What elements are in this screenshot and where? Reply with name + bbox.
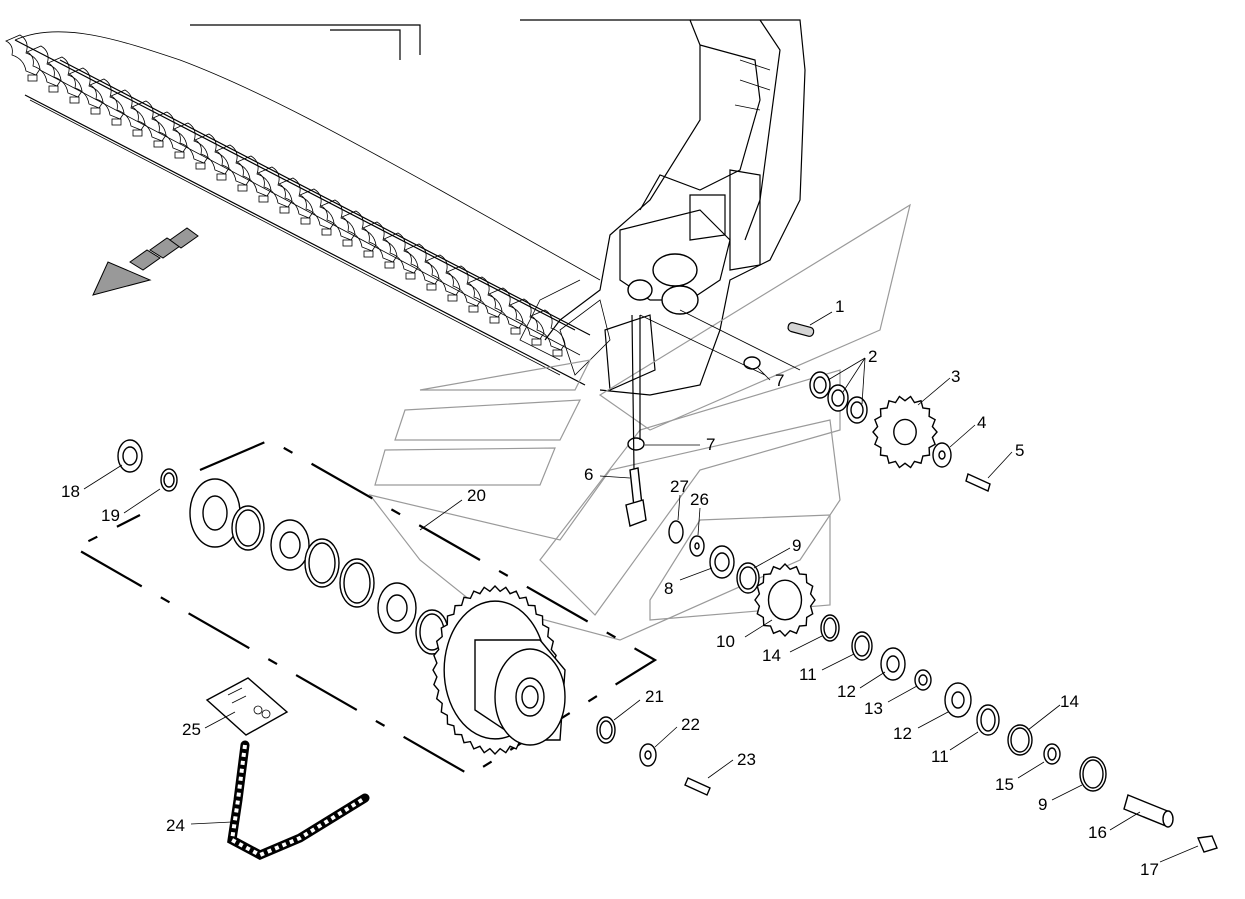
part-25-connecting-link <box>205 677 289 736</box>
callout-9b: 9 <box>1038 795 1047 814</box>
callout-21: 21 <box>645 687 664 706</box>
part-21-ring <box>596 716 616 744</box>
part-27-washer <box>668 520 684 544</box>
callout-27: 27 <box>670 477 689 496</box>
callout-3: 3 <box>951 367 960 386</box>
part-2-bearings <box>809 371 868 424</box>
callout-7b: 7 <box>706 435 715 454</box>
callout-16: 16 <box>1088 823 1107 842</box>
callout-18: 18 <box>61 482 80 501</box>
callout-11b: 11 <box>931 747 949 766</box>
callout-10: 10 <box>716 632 735 651</box>
part-26-washer <box>689 535 705 557</box>
callout-22: 22 <box>681 715 700 734</box>
direction-arrow <box>92 227 199 296</box>
part-3-sprocket <box>872 395 938 469</box>
part-23-bolt <box>684 777 711 796</box>
callout-24: 24 <box>166 816 185 835</box>
callout-20: 20 <box>467 486 486 505</box>
part-11-shim <box>851 631 1000 736</box>
callout-23: 23 <box>737 750 756 769</box>
part-16-shaft <box>1123 794 1174 828</box>
callout-1: 1 <box>835 297 844 316</box>
part-9-circlip <box>736 562 760 594</box>
part-12-bearing <box>880 647 972 718</box>
callout-19: 19 <box>101 506 120 525</box>
callouts: 1 2 3 4 5 6 7 7 8 9 9 10 11 11 12 12 13 … <box>61 297 1159 879</box>
callout-26: 26 <box>690 490 709 509</box>
part-10-sprocket <box>754 562 816 638</box>
part-4-washer <box>932 442 952 468</box>
callout-7a: 7 <box>775 371 784 390</box>
part-14-circlip <box>820 614 1033 756</box>
part-6-tensioner-arm <box>625 314 647 527</box>
callout-6: 6 <box>584 465 593 484</box>
part-5-bolt <box>965 473 991 492</box>
part-13-spacer <box>914 669 932 691</box>
part-22-washer <box>639 743 657 767</box>
callout-4: 4 <box>977 413 986 432</box>
part-20-slip-clutch-assembly <box>189 478 566 756</box>
assembly-enclosure <box>72 438 658 777</box>
part-15-washer <box>1043 743 1061 765</box>
part-17-nut <box>1196 835 1218 853</box>
callout-14a: 14 <box>762 646 781 665</box>
callout-2: 2 <box>868 347 877 366</box>
part-1-key <box>787 322 815 337</box>
part-7-nuts <box>627 356 761 451</box>
callout-12a: 12 <box>837 682 856 701</box>
callout-14b: 14 <box>1060 692 1079 711</box>
callout-8: 8 <box>664 579 673 598</box>
callout-15: 15 <box>995 775 1014 794</box>
pickup-frame <box>5 19 806 396</box>
callout-25: 25 <box>182 720 201 739</box>
part-9b-circlip <box>1079 756 1107 792</box>
callout-9a: 9 <box>792 536 801 555</box>
callout-12b: 12 <box>893 724 912 743</box>
callout-13: 13 <box>864 699 883 718</box>
callout-11a: 11 <box>799 665 817 684</box>
callout-5: 5 <box>1015 441 1024 460</box>
part-8-bearing <box>709 545 735 579</box>
part-24-chain <box>227 740 370 860</box>
leader-lines <box>83 309 1199 863</box>
part-19-ring <box>160 468 178 492</box>
part-18-bushing <box>117 439 143 473</box>
callout-17: 17 <box>1140 860 1159 879</box>
